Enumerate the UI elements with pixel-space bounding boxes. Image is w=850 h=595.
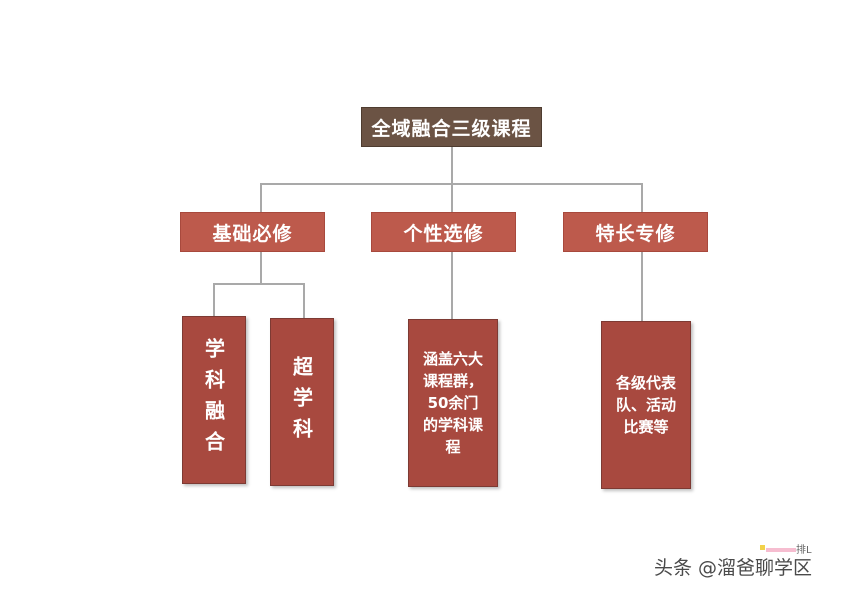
- connector-elective-down: [451, 252, 453, 319]
- connector-bus-to-basic: [260, 183, 262, 212]
- watermark-logo-icon: 排L: [760, 543, 812, 556]
- connector-bus-to-specialty: [641, 183, 643, 212]
- watermark-text: 头条 @溜爸聊学区: [654, 557, 813, 579]
- leaf-interdisciplinary-text: 学科融合: [201, 338, 226, 462]
- root-node-label: 全域融合三级课程: [371, 117, 532, 140]
- leaf-elective-description-text: 涵盖六大课程群，50余门的学科课程: [422, 350, 483, 456]
- leaf-specialty-description: 各级代表队、活动比赛等: [601, 321, 691, 489]
- node-basic-required-label: 基础必修: [212, 222, 293, 245]
- node-personal-elective-label: 个性选修: [403, 222, 484, 245]
- leaf-beyond-discipline-text: 超学科: [289, 355, 314, 449]
- connector-bus-to-elective: [451, 183, 453, 212]
- leaf-specialty-description-text: 各级代表队、活动比赛等: [615, 374, 676, 436]
- node-basic-required: 基础必修: [180, 212, 325, 252]
- svg-text:排L: 排L: [796, 543, 812, 556]
- connector-basic-split: [213, 283, 305, 285]
- leaf-beyond-discipline: 超学科: [270, 318, 334, 486]
- leaf-interdisciplinary: 学科融合: [182, 316, 246, 484]
- connector-split-right: [303, 283, 305, 318]
- connector-root-down: [451, 147, 453, 184]
- leaf-elective-description: 涵盖六大课程群，50余门的学科课程: [408, 319, 498, 487]
- connector-specialty-down: [641, 252, 643, 321]
- node-specialty: 特长专修: [563, 212, 708, 252]
- connector-basic-down: [260, 252, 262, 284]
- root-node: 全域融合三级课程: [361, 107, 542, 147]
- node-personal-elective: 个性选修: [371, 212, 516, 252]
- connector-split-left: [213, 283, 215, 316]
- node-specialty-label: 特长专修: [595, 222, 676, 245]
